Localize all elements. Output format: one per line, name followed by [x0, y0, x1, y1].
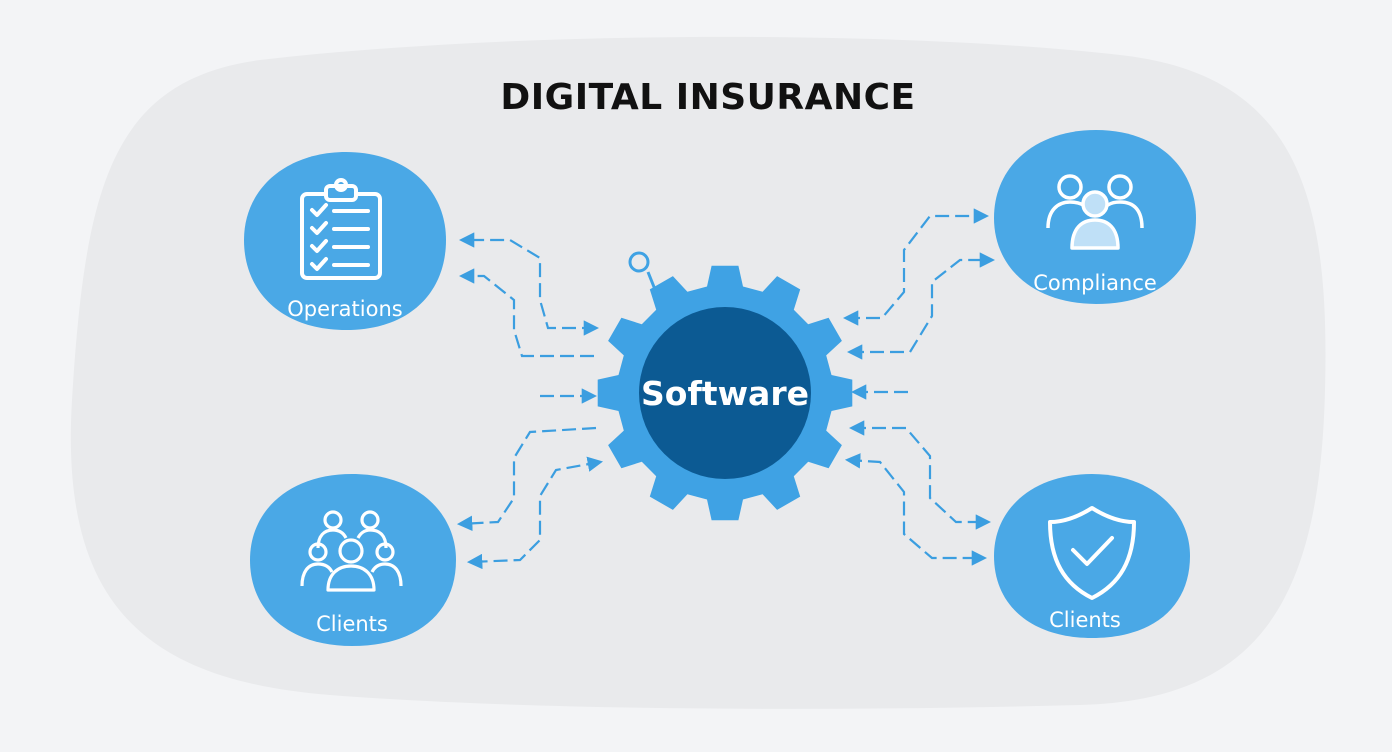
connector-clients-right-2 [844, 453, 988, 566]
connector-operations-1 [458, 232, 600, 336]
connector-compliance-2 [846, 252, 996, 360]
clipboard-checklist-icon [300, 178, 382, 280]
node-operations: Operations [244, 152, 446, 330]
people-crowd-icon [300, 510, 403, 592]
node-compliance: Compliance [994, 130, 1196, 304]
gear-pin-circle [628, 251, 650, 273]
shield-check-icon [1048, 506, 1136, 600]
node-compliance-label: Compliance [1033, 271, 1157, 295]
node-clients-left-label: Clients [316, 612, 388, 636]
users-group-icon [1046, 174, 1144, 250]
node-clients-right: Clients [994, 474, 1190, 638]
center-label: Software [641, 374, 809, 413]
diagram-title: DIGITAL INSURANCE [500, 77, 915, 118]
gear-pin-icon [646, 271, 658, 293]
connector-operations-2 [458, 268, 594, 358]
connectors [456, 208, 996, 570]
node-clients-left: Clients [250, 474, 456, 646]
gear-core [639, 307, 811, 479]
center-gear: Software [597, 251, 853, 521]
node-operations-label: Operations [287, 297, 402, 321]
node-clients-right-label: Clients [1049, 608, 1121, 632]
